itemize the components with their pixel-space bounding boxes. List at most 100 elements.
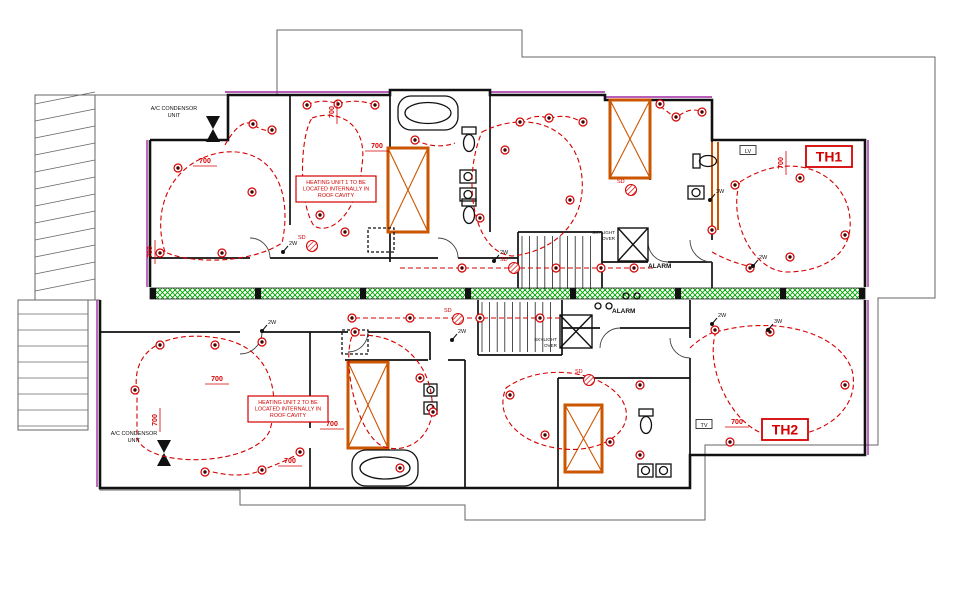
light-symbol — [370, 100, 380, 110]
svg-text:SKYLIGHT: SKYLIGHT — [534, 337, 557, 342]
toilet-1 — [461, 126, 477, 153]
sink-1 — [459, 169, 477, 184]
toilet-4 — [638, 408, 654, 435]
tag-tv: TV — [695, 419, 713, 429]
light-symbol — [629, 263, 639, 273]
dimension-label: 700 — [147, 240, 156, 264]
light-symbol — [210, 340, 220, 350]
shower-box-2 — [608, 98, 652, 180]
party-wall-column — [150, 288, 156, 299]
light-symbol — [333, 99, 343, 109]
light-symbol — [710, 325, 720, 335]
neighbor-hatch — [18, 91, 96, 427]
heating-note-1-line3: ROOF CAVITY — [318, 193, 355, 199]
light-symbol — [340, 227, 350, 237]
svg-text:700: 700 — [371, 143, 383, 150]
light-symbol — [840, 230, 850, 240]
light-symbol — [302, 100, 312, 110]
dimension-label: 700 — [320, 421, 344, 430]
switch-label: 3W — [774, 319, 783, 325]
dimension-label: 700 — [193, 158, 217, 167]
skylight-label-2: SKYLIGHT OVER — [534, 337, 557, 348]
bathtub-2 — [351, 449, 419, 487]
smoke-detector-symbol: SD — [617, 179, 637, 196]
switch-label: 2W — [458, 329, 467, 335]
light-symbol — [635, 380, 645, 390]
light-symbol — [605, 437, 615, 447]
skylight-label-1: SKYLIGHT OVER — [592, 230, 615, 241]
shower-box-4 — [563, 403, 604, 474]
light-symbol — [544, 113, 554, 123]
ac-label-1: A/C CONDENSOR UNIT — [151, 106, 197, 119]
orange-highlights — [346, 98, 719, 474]
th1-label: TH1 — [816, 149, 843, 165]
heating-note-2-line1: HEATING UNIT 2 TO BE — [258, 400, 318, 406]
heating-note-2-line2: LOCATED INTERNALLY IN — [255, 407, 321, 413]
light-symbol — [410, 135, 420, 145]
bathtub-1 — [397, 95, 459, 131]
svg-text:A/C CONDENSOR: A/C CONDENSOR — [151, 106, 197, 112]
svg-text:SKYLIGHT: SKYLIGHT — [592, 230, 615, 235]
switch-symbol: 3W — [708, 189, 725, 202]
interior-walls-th2 — [100, 300, 691, 488]
neighbor-strip-b — [17, 299, 89, 431]
tag-lv: LV — [739, 145, 757, 155]
toilet-2 — [461, 198, 477, 225]
toilet-3 — [692, 153, 718, 169]
switch-label: 2W — [268, 320, 277, 326]
orange-wall-mark — [711, 142, 719, 230]
shower-box-1 — [386, 146, 430, 234]
tags-layer: LV TV — [695, 145, 757, 429]
dimension-label: 700 — [152, 408, 161, 432]
light-symbol — [505, 390, 515, 400]
ac-condenser-icon-1 — [206, 116, 220, 142]
light-symbol — [578, 117, 588, 127]
light-symbol — [565, 195, 575, 205]
exterior-wall-th2 — [98, 300, 867, 490]
svg-text:OVER: OVER — [602, 236, 616, 241]
smoke-detector-symbol: SD — [575, 369, 595, 386]
sink-4 — [637, 463, 654, 478]
svg-text:UNIT: UNIT — [128, 438, 141, 444]
light-symbol — [350, 327, 360, 337]
appliance-box-1 — [367, 227, 395, 253]
svg-text:700: 700 — [284, 458, 296, 465]
smoke-detector-symbol: SD — [298, 235, 318, 252]
switch-label: 2W — [500, 250, 509, 256]
light-symbol — [697, 107, 707, 117]
party-wall-column — [675, 288, 681, 299]
light-symbol — [795, 173, 805, 183]
light-symbol — [155, 340, 165, 350]
svg-text:700: 700 — [147, 246, 154, 258]
light-symbol — [515, 117, 525, 127]
heating-note-2: HEATING UNIT 2 TO BE LOCATED INTERNALLY … — [247, 395, 329, 423]
sd-label: SD — [500, 257, 508, 263]
site-outline — [17, 29, 936, 521]
svg-text:LV: LV — [745, 149, 752, 155]
stairs — [481, 236, 591, 352]
switch-symbol: 2W — [281, 241, 298, 254]
light-symbol — [500, 145, 510, 155]
heating-note-1: HEATING UNIT 1 TO BE LOCATED INTERNALLY … — [295, 175, 377, 203]
light-symbol — [428, 407, 438, 417]
switch-symbol: 2W — [710, 313, 727, 326]
svg-text:700: 700 — [329, 106, 336, 118]
switch-label: 3W — [716, 189, 725, 195]
light-symbol — [596, 263, 606, 273]
svg-text:700: 700 — [199, 158, 211, 165]
sink-3 — [687, 185, 705, 200]
smoke-detectors-layer: SD SD SD SD SD — [298, 179, 637, 386]
light-symbol — [635, 450, 645, 460]
light-symbol — [475, 313, 485, 323]
smoke-detector-symbol: SD — [444, 308, 464, 325]
light-symbol — [415, 373, 425, 383]
svg-text:OVER: OVER — [544, 343, 558, 348]
light-symbol — [551, 263, 561, 273]
light-symbol — [257, 465, 267, 475]
dimension-label: 700 — [278, 458, 302, 467]
annotations: HEATING UNIT 1 TO BE LOCATED INTERNALLY … — [111, 106, 853, 444]
party-wall-column — [780, 288, 786, 299]
